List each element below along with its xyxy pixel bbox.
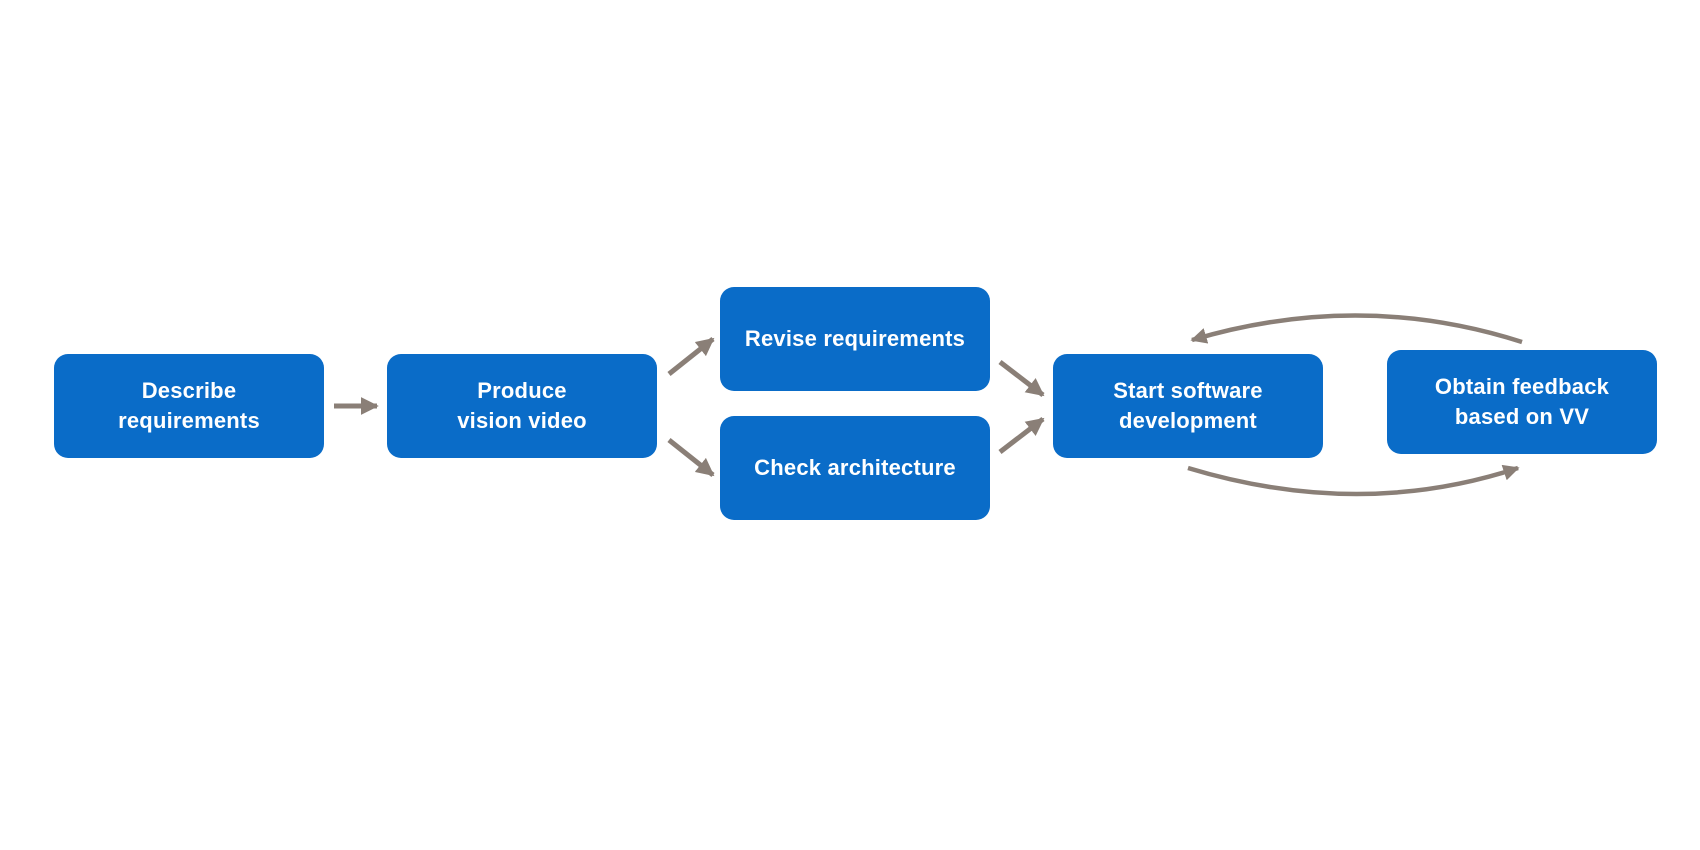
node-revise-requirements-label: Revise requirements [744, 326, 966, 351]
node-check-architecture-label: Check architecture [754, 455, 956, 480]
node-describe-requirements: Describe requirements [54, 354, 324, 458]
arrow-start-to-obtain [1187, 464, 1520, 497]
node-produce-vision-video: Produce vision video [387, 354, 657, 458]
arrow-produce-to-revise [667, 337, 715, 376]
node-obtain-feedback: Obtain feedback based on VV [1387, 350, 1657, 454]
arrow-check-to-start [998, 417, 1045, 454]
arrow-revise-to-start [998, 360, 1045, 397]
node-produce-vision-video-label: Produce vision video [457, 378, 587, 433]
node-start-software-development: Start software development [1053, 354, 1323, 458]
node-start-software-development-label: Start software development [1113, 378, 1263, 433]
node-obtain-feedback-label: Obtain feedback based on VV [1434, 374, 1610, 429]
node-check-architecture: Check architecture [720, 416, 990, 520]
arrow-produce-to-check [667, 438, 715, 477]
node-revise-requirements: Revise requirements [720, 287, 990, 391]
node-describe-requirements-label: Describe requirements [118, 378, 260, 433]
arrow-obtain-to-start [1190, 313, 1523, 345]
